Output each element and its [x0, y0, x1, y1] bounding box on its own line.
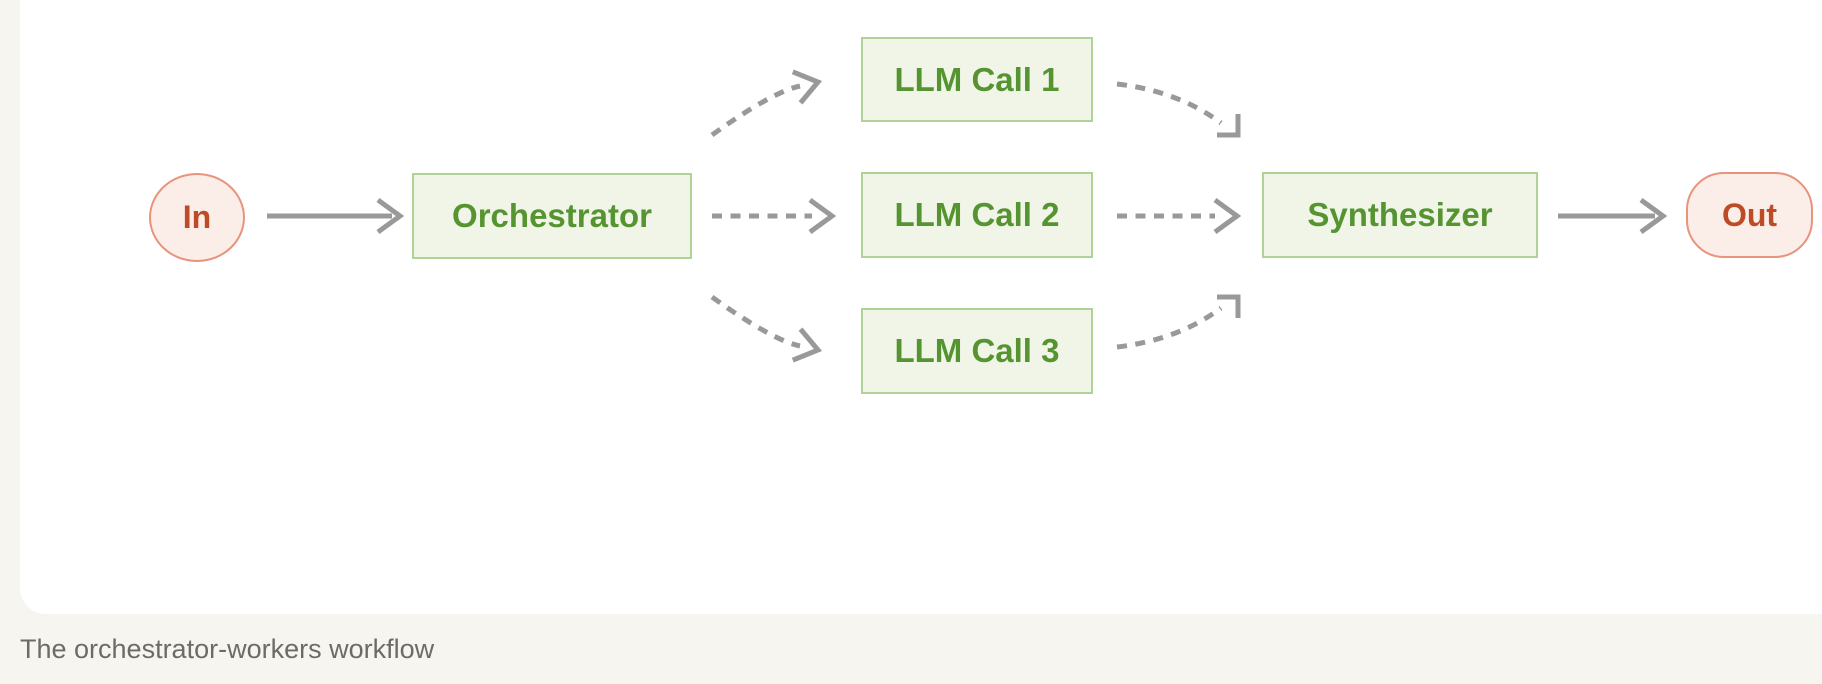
node-synthesizer: Synthesizer: [1262, 172, 1538, 258]
node-in-label: In: [182, 199, 212, 235]
figure-caption: The orchestrator-workers workflow: [0, 614, 1822, 684]
node-llm-call-3-label: LLM Call 3: [894, 332, 1060, 369]
figure-caption-text: The orchestrator-workers workflow: [20, 633, 435, 664]
node-llm-call-1: LLM Call 1: [861, 37, 1093, 122]
node-orchestrator: Orchestrator: [412, 173, 692, 259]
node-in: In: [149, 173, 245, 262]
node-llm-call-1-label: LLM Call 1: [894, 60, 1060, 98]
node-llm-call-2-label: LLM Call 2: [894, 196, 1060, 233]
node-orchestrator-label: Orchestrator: [452, 197, 652, 234]
node-out: Out: [1686, 172, 1813, 258]
node-synthesizer-label: Synthesizer: [1307, 196, 1493, 233]
node-llm-call-3: LLM Call 3: [861, 308, 1093, 394]
node-out-label: Out: [1721, 196, 1778, 233]
node-llm-call-2: LLM Call 2: [861, 172, 1093, 258]
